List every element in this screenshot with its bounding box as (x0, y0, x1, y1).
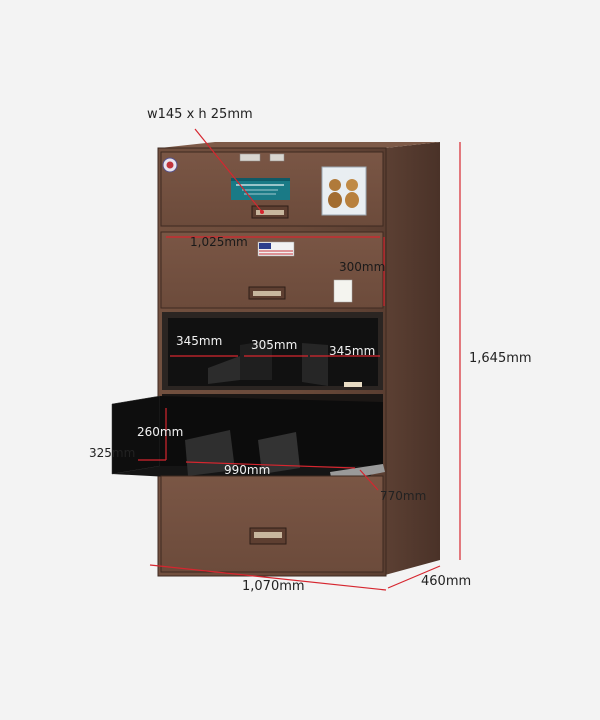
paper-note (333, 279, 353, 303)
divider (302, 343, 328, 386)
pullout-depth-label: 770mm (380, 489, 427, 503)
label-holder (239, 153, 261, 162)
drawer-4-pullout (111, 394, 385, 487)
divider (258, 432, 300, 474)
label-holder (269, 153, 285, 162)
cabinet-side-panel (385, 142, 440, 575)
pullout-outer-height-label: 325mm (89, 446, 136, 460)
flag-sticker-icon (257, 241, 295, 257)
drawer-width-label: 1,025mm (190, 235, 248, 249)
pullout-inner-height-label: 260mm (137, 425, 184, 439)
circular-badge-icon (162, 157, 178, 173)
cabinet-height-label: 1,645mm (469, 351, 532, 366)
cabinet-depth-label: 460mm (421, 574, 472, 589)
divider-left-label: 345mm (176, 334, 223, 348)
drawer-height-label: 300mm (339, 260, 386, 274)
divider-middle-label: 305mm (251, 338, 298, 352)
divider-right-label: 345mm (329, 344, 376, 358)
divider (208, 356, 240, 384)
cabinet-top (160, 142, 440, 148)
handle-size-label: w145 x h 25mm (147, 107, 253, 122)
drawer-1 (160, 151, 384, 227)
drawer-3-open (162, 312, 383, 390)
teddy-bear-photo-icon (321, 166, 367, 216)
label-holder (344, 382, 362, 387)
dimension-lines (138, 128, 461, 591)
divider (185, 430, 235, 476)
drawer-2 (160, 231, 384, 309)
pullout-width-label: 990mm (224, 463, 271, 477)
drawer-5 (160, 475, 384, 573)
company-sticker-icon (231, 178, 290, 200)
cabinet-width-label: 1,070mm (242, 579, 305, 594)
divider (240, 340, 272, 380)
